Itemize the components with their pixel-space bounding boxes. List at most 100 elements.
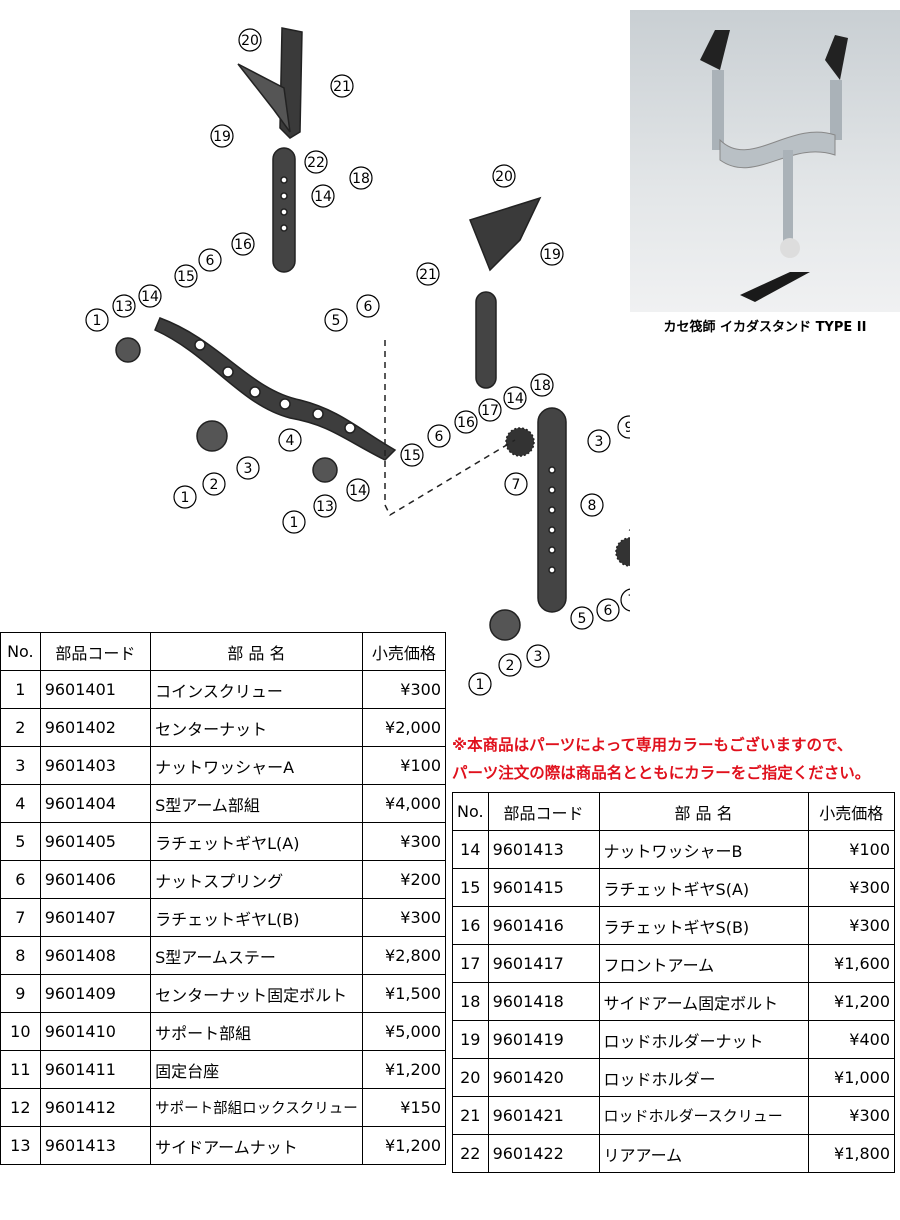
part-name: S型アームステー [150, 936, 363, 975]
part-name: サポート部組 [150, 1012, 363, 1051]
part-code: 9601405 [39, 822, 152, 861]
part-no: 19 [452, 1020, 489, 1059]
svg-text:7: 7 [512, 477, 521, 493]
part-no: 5 [0, 822, 41, 861]
part-price: ¥1,600 [807, 944, 896, 983]
part-no: 17 [452, 944, 489, 983]
svg-text:18: 18 [533, 378, 551, 394]
svg-text:8: 8 [588, 498, 597, 514]
part-price: ¥1,200 [361, 1126, 447, 1165]
svg-text:21: 21 [419, 267, 437, 283]
part-price: ¥150 [361, 1088, 447, 1127]
part-name: サイドアームナット [150, 1126, 363, 1165]
svg-text:17: 17 [481, 403, 499, 419]
callout-21: 21 [330, 74, 354, 98]
svg-text:21: 21 [333, 79, 351, 95]
svg-text:13: 13 [316, 499, 334, 515]
svg-text:5: 5 [332, 313, 341, 329]
svg-text:14: 14 [314, 189, 332, 205]
part-price: ¥100 [361, 746, 447, 785]
header-code: 部品コード [39, 632, 152, 671]
svg-text:9: 9 [625, 420, 630, 436]
part-price: ¥300 [807, 868, 896, 907]
part-no: 18 [452, 982, 489, 1021]
part-code: 9601413 [487, 830, 600, 869]
part-code: 9601421 [487, 1096, 600, 1135]
part-name: ロッドホルダーナット [598, 1020, 809, 1059]
header-price: 小売価格 [361, 632, 447, 671]
part-code: 9601418 [487, 982, 600, 1021]
header-name: 部 品 名 [598, 792, 809, 831]
part-price: ¥2,800 [361, 936, 447, 975]
part-code: 9601419 [487, 1020, 600, 1059]
part-code: 9601407 [39, 898, 152, 937]
s-arm [154, 317, 397, 461]
part-code: 9601422 [487, 1134, 600, 1173]
front-arm [475, 291, 497, 389]
svg-text:18: 18 [352, 171, 370, 187]
part-code: 9601420 [487, 1058, 600, 1097]
callout-14: 14 [138, 284, 162, 308]
callout-7: 7 [504, 472, 528, 496]
part-no: 2 [0, 708, 41, 747]
part-name: センターナット固定ボルト [150, 974, 363, 1013]
svg-text:15: 15 [403, 448, 421, 464]
table-header-row: No. 部品コード 部 品 名 小売価格 [0, 632, 447, 671]
part-name: ラチェットギヤL(B) [150, 898, 363, 937]
callout-13: 13 [112, 294, 136, 318]
part-name: 固定台座 [150, 1050, 363, 1089]
header-no: No. [0, 632, 41, 671]
callout-17: 17 [478, 398, 502, 422]
part-name: センターナット [150, 708, 363, 747]
callout-19: 19 [210, 124, 234, 148]
part-code: 9601408 [39, 936, 152, 975]
center-nut [196, 420, 228, 452]
part-no: 3 [0, 746, 41, 785]
header-no: No. [452, 792, 489, 831]
svg-text:1: 1 [93, 313, 102, 329]
callout-1: 1 [85, 308, 109, 332]
svg-text:14: 14 [349, 483, 367, 499]
svg-text:16: 16 [457, 415, 475, 431]
part-no: 6 [0, 860, 41, 899]
part-no: 8 [0, 936, 41, 975]
part-price: ¥1,000 [807, 1058, 896, 1097]
photo-caption: カセ筏師 イカダスタンド TYPE II [663, 320, 867, 335]
header-code: 部品コード [487, 792, 600, 831]
svg-text:6: 6 [604, 603, 613, 619]
part-code: 9601417 [487, 944, 600, 983]
callout-2: 2 [202, 472, 226, 496]
callout-6: 6 [198, 248, 222, 272]
product-photo [630, 10, 900, 312]
part-price: ¥1,800 [807, 1134, 896, 1173]
color-notice: ※本商品はパーツによって専用カラーもございますので、 パーツ注文の際は商品名とと… [452, 731, 900, 787]
svg-text:2: 2 [210, 477, 219, 493]
rod-holder-right [469, 196, 542, 272]
part-name: ラチェットギヤS(A) [598, 868, 809, 907]
part-price: ¥300 [807, 1096, 896, 1135]
svg-text:4: 4 [286, 433, 295, 449]
svg-text:20: 20 [495, 169, 513, 185]
callout-3: 3 [236, 456, 260, 480]
part-code: 9601401 [39, 670, 152, 709]
callout-15: 15 [174, 264, 198, 288]
part-no: 21 [452, 1096, 489, 1135]
part-code: 9601412 [39, 1088, 152, 1127]
svg-text:1: 1 [181, 490, 190, 506]
svg-text:6: 6 [206, 253, 215, 269]
svg-text:3: 3 [244, 461, 253, 477]
part-no: 14 [452, 830, 489, 869]
